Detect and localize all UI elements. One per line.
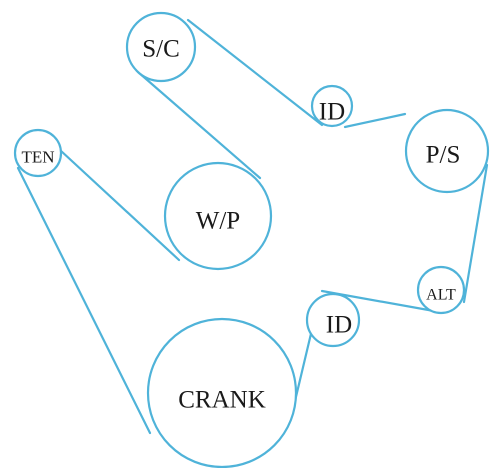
pulley-label-alt: ALT bbox=[426, 287, 456, 304]
belt-segment-wp-to-sc bbox=[136, 70, 262, 180]
pulley-id-upper: ID bbox=[310, 84, 354, 128]
belt-segment-ten-to-wp bbox=[58, 148, 181, 262]
pulley-label-ps: P/S bbox=[426, 142, 461, 169]
pulley-id-lower: ID bbox=[305, 292, 361, 348]
pulley-label-crank: CRANK bbox=[178, 387, 266, 414]
belt-segment-id-to-ps bbox=[343, 112, 407, 129]
belt-segment-sc-to-id bbox=[186, 18, 324, 127]
pulley-ten: TEN bbox=[13, 128, 63, 178]
pulley-wp: W/P bbox=[163, 161, 273, 271]
pulley-alt: ALT bbox=[416, 265, 466, 315]
pulley-sc: S/C bbox=[125, 11, 197, 83]
belt bbox=[16, 18, 489, 435]
pulley-label-id-upper: ID bbox=[319, 99, 345, 126]
pulley-ps: P/S bbox=[404, 108, 490, 194]
pulley-label-wp: W/P bbox=[196, 208, 240, 235]
belt-segment-ps-to-alt bbox=[462, 163, 489, 304]
pulley-label-sc: S/C bbox=[142, 36, 180, 63]
pulley-label-id-lower: ID bbox=[326, 312, 352, 339]
belt-segment-crank-to-ten bbox=[16, 166, 152, 435]
pulley-crank: CRANK bbox=[146, 317, 298, 468]
pulley-label-ten: TEN bbox=[21, 148, 54, 167]
